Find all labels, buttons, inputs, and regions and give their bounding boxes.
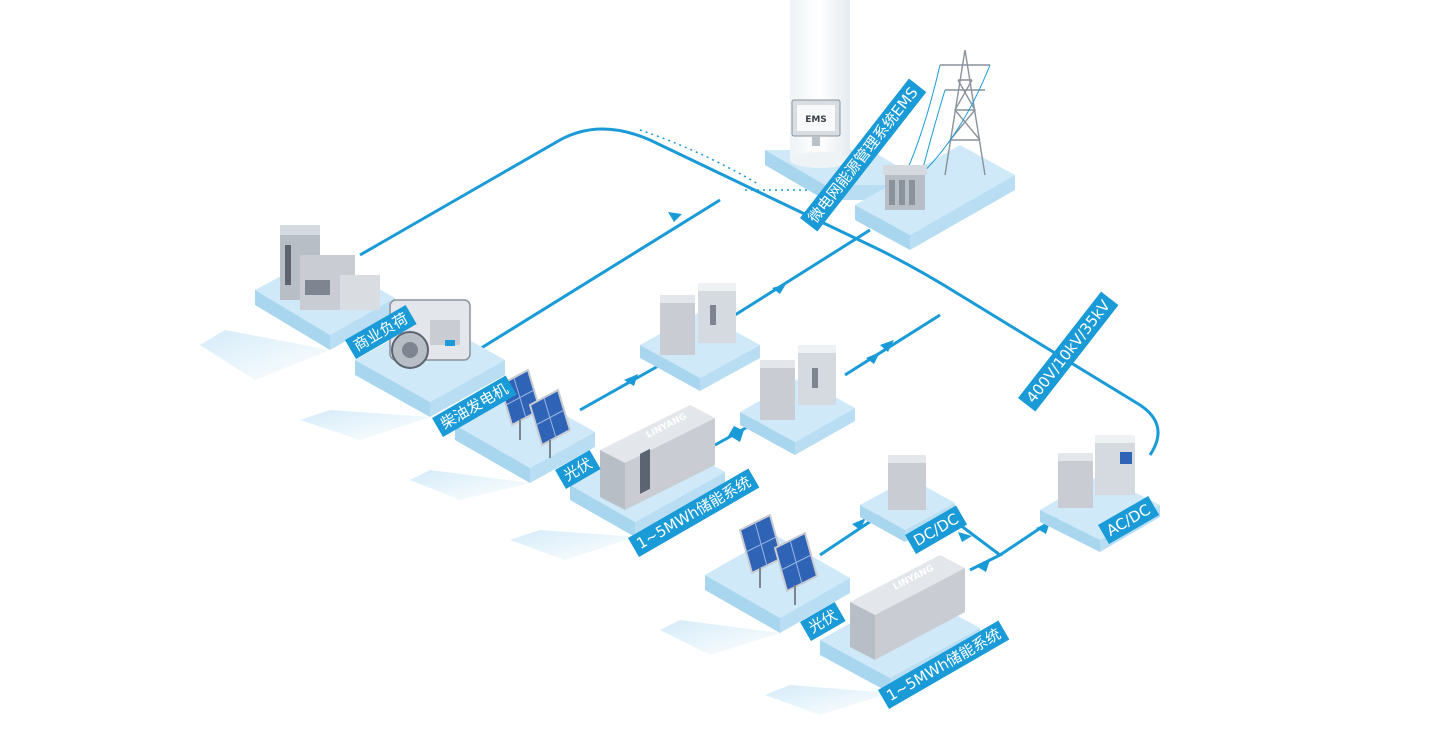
line-pcs-bus <box>844 313 941 377</box>
arrow-icon <box>728 426 742 436</box>
pv-bottom-station <box>660 513 850 655</box>
arrow-icon <box>880 340 894 352</box>
transformer-icon <box>883 165 927 210</box>
commercial-load-station <box>200 225 395 380</box>
ems-station: EMS <box>765 0 930 200</box>
arrow-icon <box>866 352 880 364</box>
arrow-icon <box>976 560 990 572</box>
line-pv-inverter <box>579 363 661 412</box>
arrow-icon <box>852 518 866 530</box>
pcs-cabinet-middle <box>740 345 855 455</box>
line-commercial-bus <box>359 127 1160 456</box>
arrow-icon <box>958 532 972 542</box>
monitor-icon: EMS <box>791 99 841 146</box>
arrow-icon <box>772 284 786 294</box>
solar-panel-icon <box>738 513 784 588</box>
line-dcdc-storage <box>959 523 1003 572</box>
solar-panel-icon <box>773 531 819 605</box>
diesel-generator-station <box>300 299 505 440</box>
arrow-icon <box>730 430 744 442</box>
arrow-icon <box>668 212 682 222</box>
power-lines <box>359 127 1160 572</box>
line-generator-bus <box>469 198 721 357</box>
arrow-icon <box>624 374 638 386</box>
inverter-cabinet-top <box>640 283 760 391</box>
acdc-station <box>1040 435 1160 552</box>
solar-panel-icon <box>528 388 572 458</box>
transmission-tower-icon <box>940 49 990 176</box>
ems-screen-label: EMS <box>805 115 827 125</box>
grid-station <box>855 49 1015 250</box>
line-inverter-grid <box>734 228 871 317</box>
